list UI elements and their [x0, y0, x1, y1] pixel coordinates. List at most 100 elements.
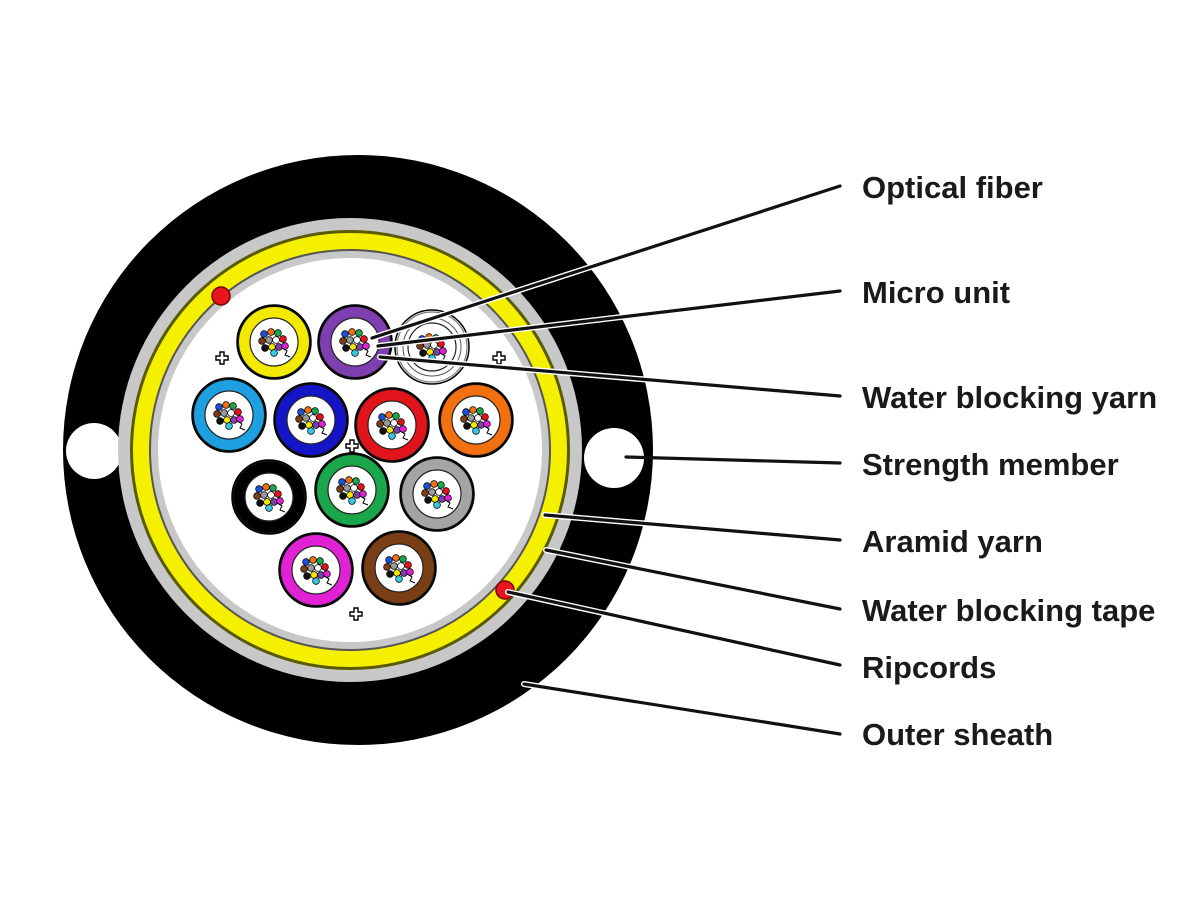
- optical-fiber: [345, 476, 353, 484]
- leader-water-blocking-yarn: [378, 355, 842, 398]
- optical-fiber: [311, 407, 319, 415]
- micro-unit-tag: [406, 573, 416, 584]
- optical-fiber: [312, 421, 320, 429]
- leader-lines: [369, 183, 843, 737]
- optical-fiber: [316, 557, 324, 565]
- optical-fiber: [421, 489, 429, 497]
- optical-fiber: [316, 413, 324, 421]
- water-blocking-yarn-4: [349, 607, 363, 621]
- optical-fiber: [474, 414, 482, 422]
- micro-unit-yellow: [236, 304, 312, 380]
- optical-fiber: [317, 571, 325, 579]
- optical-fiber: [304, 406, 312, 414]
- optical-fiber: [390, 419, 398, 427]
- optical-fiber: [270, 498, 278, 506]
- leader-optical-fiber: [370, 184, 842, 340]
- optical-fiber: [253, 492, 261, 500]
- optical-fiber: [338, 478, 346, 486]
- optical-fiber: [267, 328, 275, 336]
- micro-unit-green: [314, 452, 390, 528]
- optical-fiber: [222, 401, 230, 409]
- optical-fiber: [256, 499, 264, 507]
- optical-fiber: [309, 414, 317, 422]
- micro-unit-tag: [362, 347, 372, 358]
- optical-fiber: [463, 422, 471, 430]
- optical-fiber: [297, 408, 305, 416]
- optical-fiber: [220, 409, 228, 417]
- water-blocking-yarn-group: [215, 351, 506, 621]
- optical-fiber: [279, 335, 287, 343]
- water-blocking-yarn-2: [492, 351, 506, 365]
- optical-fiber: [270, 349, 278, 357]
- optical-fiber: [397, 562, 405, 570]
- labels: Optical fiber Micro unit Water blocking …: [862, 170, 1157, 752]
- micro-unit-tag: [281, 347, 291, 358]
- optical-fiber: [261, 344, 269, 352]
- label-micro-unit: Micro unit: [862, 275, 1010, 310]
- micro-unit-orange: [438, 382, 514, 458]
- optical-fiber: [390, 562, 398, 570]
- optical-fiber: [438, 495, 446, 503]
- optical-fiber: [267, 491, 275, 499]
- optical-fiber: [346, 336, 354, 344]
- optical-fiber: [227, 409, 235, 417]
- micro-units-group: [191, 304, 514, 608]
- optical-fiber: [339, 492, 347, 500]
- optical-fiber: [353, 491, 361, 499]
- optical-fiber: [302, 414, 310, 422]
- water-blocking-yarn-1: [215, 351, 229, 365]
- optical-fiber: [348, 497, 356, 505]
- optical-fiber: [230, 416, 238, 424]
- optical-fiber: [309, 556, 317, 564]
- micro-unit-tag: [318, 425, 328, 436]
- optical-fiber: [321, 563, 329, 571]
- optical-fiber: [265, 504, 273, 512]
- optical-fiber: [393, 426, 401, 434]
- micro-unit-violet: [317, 304, 393, 380]
- optical-fiber: [399, 555, 407, 563]
- optical-fiber: [269, 484, 277, 492]
- optical-fiber: [462, 408, 470, 416]
- optical-fiber: [424, 496, 432, 504]
- micro-unit-black: [231, 459, 307, 535]
- optical-fiber: [481, 413, 489, 421]
- label-outer-sheath: Outer sheath: [862, 717, 1053, 752]
- optical-fiber: [303, 572, 311, 580]
- micro-unit-slate: [399, 456, 475, 532]
- optical-fiber: [378, 413, 386, 421]
- optical-fiber: [272, 336, 280, 344]
- leader-micro-unit: [376, 289, 842, 348]
- optical-fiber: [352, 477, 360, 485]
- micro-unit-blue: [273, 382, 349, 458]
- optical-fiber: [383, 419, 391, 427]
- optical-fiber: [472, 427, 480, 435]
- micro-unit-tag: [276, 502, 286, 513]
- micro-unit-tag: [236, 420, 246, 431]
- optical-fiber: [419, 349, 427, 357]
- optical-fiber: [353, 336, 361, 344]
- micro-unit-tag: [323, 575, 333, 586]
- ripcord-top: [211, 286, 231, 306]
- optical-fiber: [385, 556, 393, 564]
- water-blocking-yarn-3: [345, 439, 359, 453]
- optical-fiber: [274, 490, 282, 498]
- optical-fiber: [376, 420, 384, 428]
- optical-fiber: [383, 563, 391, 571]
- optical-fiber: [274, 329, 282, 337]
- optical-fiber: [386, 570, 394, 578]
- optical-fiber: [260, 491, 268, 499]
- optical-fiber: [350, 484, 358, 492]
- micro-unit-red: [354, 387, 430, 463]
- optical-fiber: [343, 484, 351, 492]
- optical-fiber: [260, 330, 268, 338]
- leader-strength-member: [624, 455, 842, 465]
- optical-fiber: [339, 337, 347, 345]
- optical-fiber: [442, 487, 450, 495]
- optical-fiber: [430, 480, 438, 488]
- micro-unit-tag: [483, 425, 493, 436]
- optical-fiber: [307, 427, 315, 435]
- label-aramid-yarn: Aramid yarn: [862, 524, 1043, 559]
- label-strength-member: Strength member: [862, 447, 1119, 482]
- label-water-blocking-yarn: Water blocking yarn: [862, 380, 1157, 415]
